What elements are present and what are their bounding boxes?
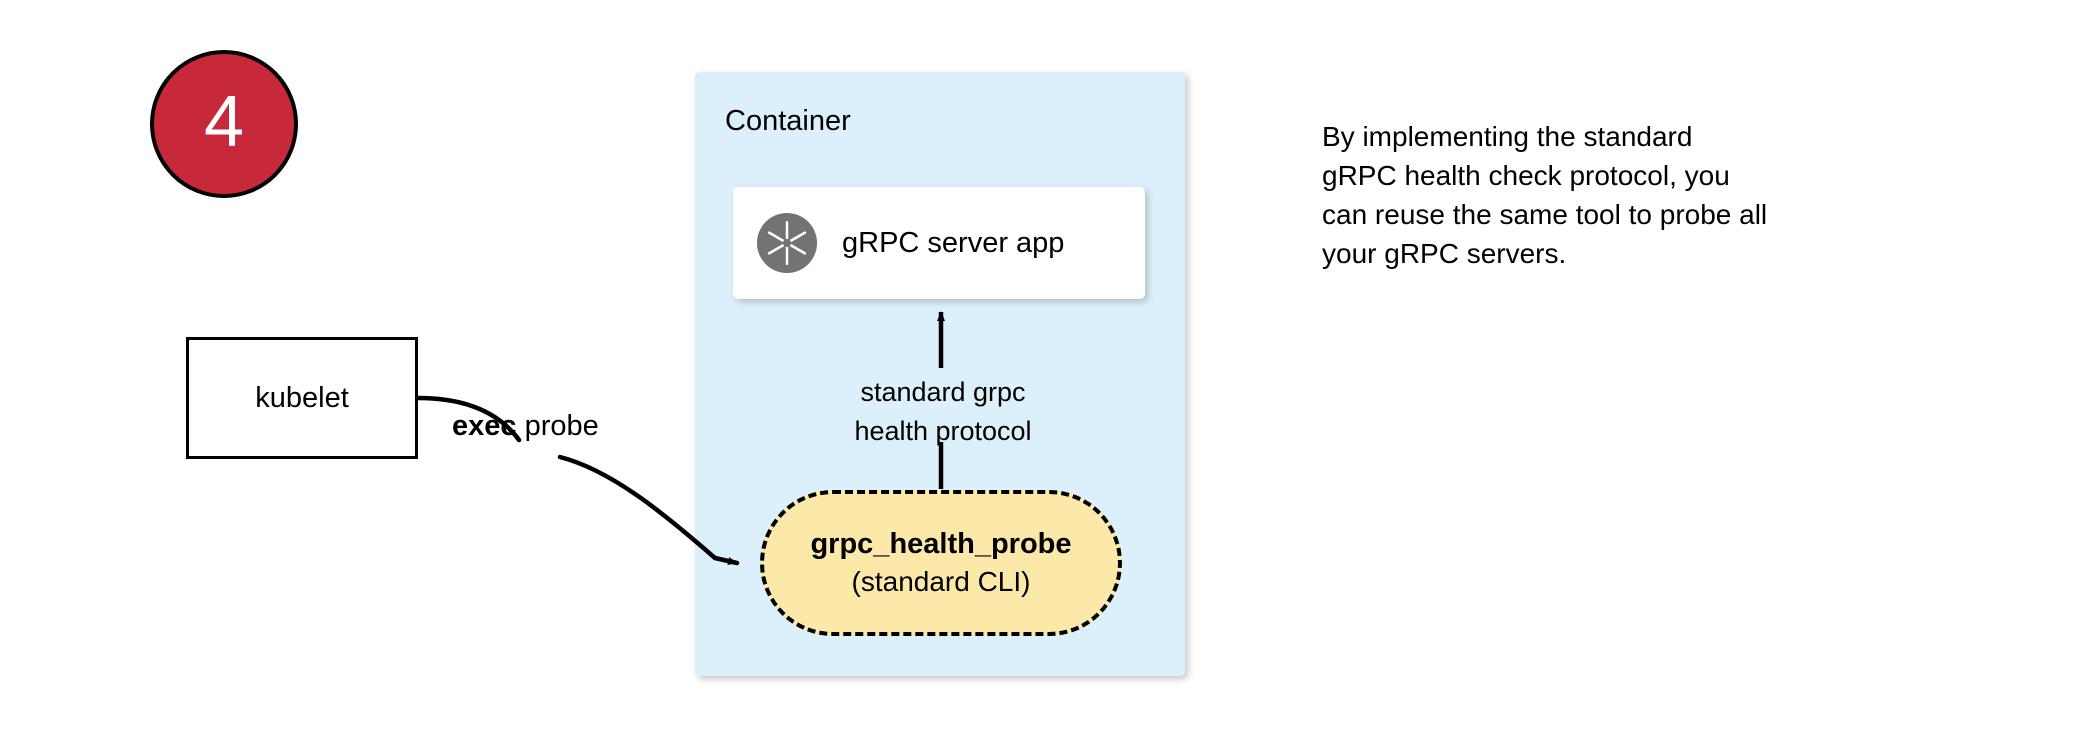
annotation-line-3: can reuse the same tool to probe all	[1322, 199, 1768, 230]
node-container-title: Container	[725, 105, 851, 137]
node-kubelet-label: kubelet	[255, 381, 349, 414]
step-number-text: 4	[203, 82, 245, 162]
edge-label-exec-probe-rest: probe	[516, 410, 599, 442]
edge-label-health-protocol-line2: health protocol	[854, 416, 1032, 446]
annotation-text: By implementing the standard gRPC health…	[1322, 117, 1922, 273]
node-grpc-server-app: gRPC server app	[733, 187, 1145, 299]
edge-label-health-protocol-line1: standard grpc	[860, 377, 1026, 407]
edge-label-exec-probe-bold: exec	[452, 410, 517, 442]
node-kubelet: kubelet	[186, 337, 418, 459]
annotation-line-2: gRPC health check protocol, you	[1322, 160, 1730, 191]
annotation-line-1: By implementing the standard	[1322, 121, 1693, 152]
annotation-line-4: your gRPC servers.	[1322, 238, 1567, 269]
node-grpc-health-probe-title: grpc_health_probe	[810, 528, 1072, 560]
node-grpc-server-app-label: gRPC server app	[842, 226, 1065, 259]
node-grpc-health-probe: grpc_health_probe (standard CLI)	[760, 490, 1122, 636]
step-number-badge: 4	[150, 50, 298, 198]
edge-label-exec-probe: exec probe	[452, 410, 599, 443]
edge-label-health-protocol: standard grpc health protocol	[828, 373, 1058, 451]
node-grpc-health-probe-subtitle: (standard CLI)	[851, 566, 1031, 597]
grpc-aperture-icon	[756, 212, 818, 274]
